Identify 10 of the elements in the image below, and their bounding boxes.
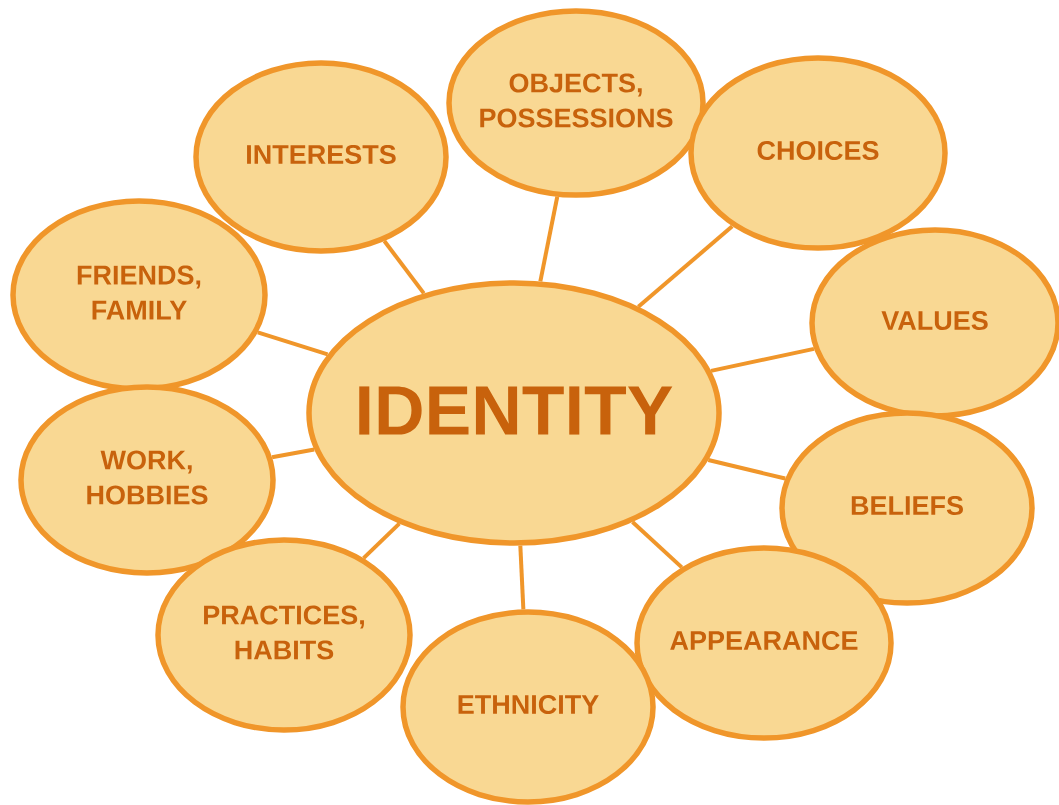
connector-line xyxy=(382,239,426,295)
connector-line xyxy=(257,330,329,357)
connector-line xyxy=(362,522,401,560)
connector-line xyxy=(707,458,786,481)
connector-line xyxy=(710,346,815,373)
connector-line xyxy=(271,447,315,460)
connector-line xyxy=(637,224,734,309)
connector-line xyxy=(538,196,560,282)
connector-line xyxy=(518,545,526,610)
connector-line xyxy=(631,520,684,569)
